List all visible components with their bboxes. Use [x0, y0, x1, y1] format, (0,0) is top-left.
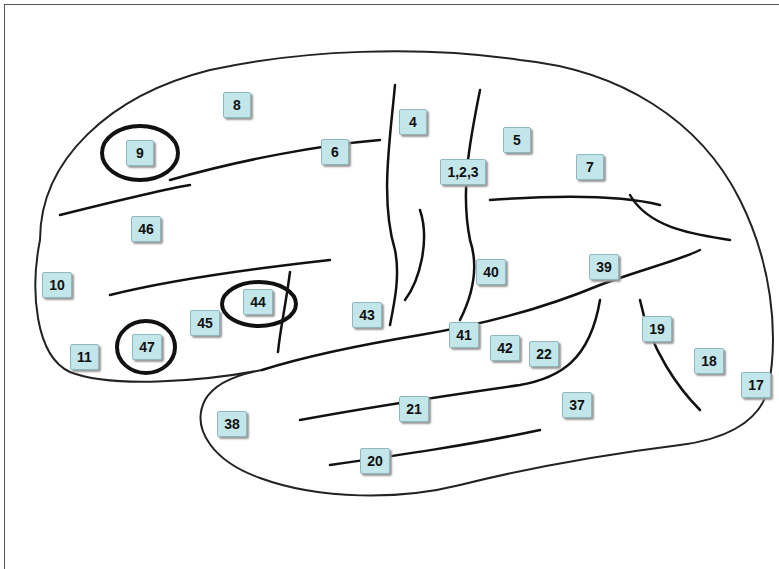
area-box: 40	[476, 259, 506, 285]
area-box: 42	[490, 335, 520, 361]
area-number: 45	[197, 315, 213, 331]
area-number: 1,2,3	[447, 164, 478, 180]
area-number: 40	[483, 264, 499, 280]
area-box: 8	[223, 92, 251, 118]
area-box: 41	[449, 322, 479, 348]
area-box: 7	[576, 154, 604, 180]
area-box: 38	[217, 411, 247, 437]
area-number: 42	[497, 340, 513, 356]
area-box: 39	[589, 254, 619, 280]
area-number: 46	[138, 221, 154, 237]
area-number: 7	[586, 159, 594, 175]
area-number: 11	[77, 349, 92, 365]
area-box: 47	[132, 334, 162, 360]
area-box: 21	[399, 396, 429, 422]
area-number: 17	[748, 377, 764, 393]
area-box: 43	[352, 302, 382, 328]
area-number: 4	[409, 114, 417, 130]
area-box: 17	[741, 372, 771, 398]
area-box: 9	[126, 140, 154, 166]
area-box: 11	[70, 344, 99, 370]
area-box: 4	[399, 109, 427, 135]
area-number: 20	[367, 453, 383, 469]
area-box: 45	[190, 310, 220, 336]
area-number: 41	[456, 327, 472, 343]
brain-outline	[35, 51, 773, 495]
area-box: 22	[529, 341, 559, 367]
area-box: 6	[321, 139, 349, 165]
highlight-circles	[102, 126, 296, 373]
area-number: 38	[224, 416, 240, 432]
area-box: 1,2,3	[440, 159, 486, 185]
area-number: 5	[513, 132, 521, 148]
area-number: 43	[359, 307, 375, 323]
area-number: 21	[406, 401, 422, 417]
area-number: 19	[649, 321, 665, 337]
area-box: 44	[243, 289, 273, 315]
area-box: 18	[694, 348, 724, 374]
sulci	[60, 85, 730, 465]
area-number: 10	[49, 277, 65, 293]
area-box: 10	[42, 272, 72, 298]
frame	[5, 5, 779, 569]
area-number: 44	[250, 294, 266, 310]
area-box: 46	[131, 216, 161, 242]
area-number: 22	[536, 346, 552, 362]
area-number: 37	[569, 397, 585, 413]
area-number: 18	[701, 353, 717, 369]
area-number: 8	[233, 97, 241, 113]
area-number: 47	[139, 339, 155, 355]
area-number: 9	[136, 145, 144, 161]
area-number: 6	[331, 144, 339, 160]
area-box: 20	[360, 448, 390, 474]
area-box: 5	[503, 127, 531, 153]
area-box: 37	[562, 392, 592, 418]
area-number: 39	[596, 259, 612, 275]
area-box: 19	[642, 316, 672, 342]
